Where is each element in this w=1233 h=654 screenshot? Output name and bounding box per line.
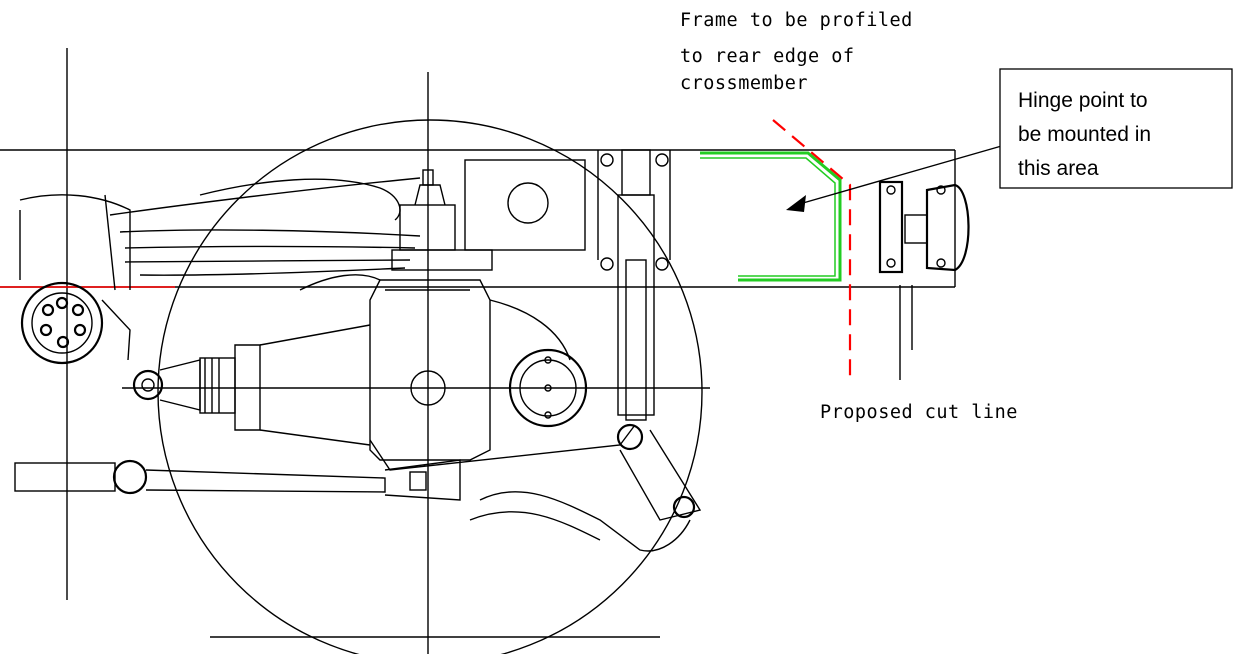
wheel-outline	[157, 119, 703, 654]
wheel-hub	[20, 281, 131, 365]
axle-differential	[234, 274, 571, 461]
proposed-frame-profile	[700, 151, 842, 282]
svg-text:this area: this area	[1018, 157, 1099, 180]
track-rod	[14, 459, 461, 501]
centre-lines	[66, 48, 710, 654]
spring-hanger	[391, 169, 493, 271]
propshaft	[132, 357, 236, 414]
svg-text:be mounted in: be mounted in	[1018, 123, 1151, 146]
svg-text:crossmember: crossmember	[680, 73, 808, 94]
cut-line-label: Proposed cut line	[820, 402, 1018, 423]
svg-text:to rear edge of: to rear edge of	[680, 46, 855, 67]
crossmember-bracket	[464, 159, 586, 251]
svg-text:Frame to be profiled: Frame to be profiled	[680, 10, 913, 31]
rear-bracket	[878, 180, 970, 380]
hinge-callout: Hinge point to be mounted in this area	[999, 68, 1233, 189]
brake-backing-plate	[508, 348, 588, 428]
frame-note: Frame to be profiled to rear edge of cro…	[680, 10, 913, 94]
proposed-cut-line	[772, 119, 852, 380]
leaf-spring	[19, 177, 421, 291]
chassis-frame-rail	[0, 149, 956, 288]
shock-absorber	[597, 149, 671, 421]
radius-arm	[369, 423, 702, 552]
svg-text:Hinge point to: Hinge point to	[1018, 89, 1148, 112]
callout-arrow	[786, 144, 1006, 212]
